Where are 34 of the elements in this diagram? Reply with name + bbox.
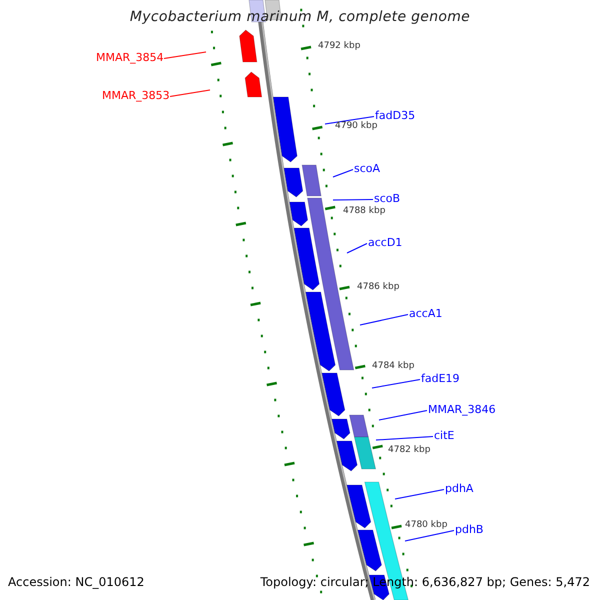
leader-line (372, 379, 420, 388)
tick-label: 4784 kbp (372, 361, 414, 372)
tick-label: 4790 kbp (335, 121, 378, 132)
diagram-title: Mycobacterium marinum M, complete genome (128, 9, 472, 25)
gene-label: citE (434, 429, 454, 442)
gene-label: MMAR_3853 (102, 89, 170, 102)
gene-label: scoB (374, 192, 400, 205)
leader-line (170, 90, 210, 97)
leader-line (346, 243, 368, 254)
tick-label: 4792 kbp (318, 41, 360, 52)
leader-line (332, 169, 354, 178)
gene-label: pdhB (455, 523, 484, 536)
tick-label: 4788 kbp (343, 206, 386, 217)
leader-line (378, 410, 428, 420)
gene-label: scoA (354, 162, 380, 175)
leader-line (360, 314, 408, 326)
gene-label: fadE19 (421, 372, 460, 385)
accession-text: Accession: NC_010612 (8, 575, 144, 589)
gene-label: fadD35 (375, 109, 416, 122)
gene-label: MMAR_3846 (428, 403, 496, 416)
tick-label: 4786 kbp (357, 282, 400, 293)
leader-line (324, 116, 374, 124)
gene-label: pdhA (445, 482, 474, 495)
tick-label: 4780 kbp (405, 520, 448, 531)
gene-label: MMAR_3854 (96, 51, 164, 64)
gene-label: accA1 (409, 307, 442, 320)
leader-line (394, 489, 444, 500)
leader-line (404, 530, 454, 542)
leader-line (332, 199, 374, 200)
tick-label: 4782 kbp (388, 445, 430, 456)
gene-label: accD1 (368, 236, 402, 249)
genome-info-text: Topology: circular; Length: 6,636,827 bp; Genes: 5,472 (260, 575, 590, 589)
leader-line (164, 52, 206, 59)
leader-line (376, 436, 434, 440)
